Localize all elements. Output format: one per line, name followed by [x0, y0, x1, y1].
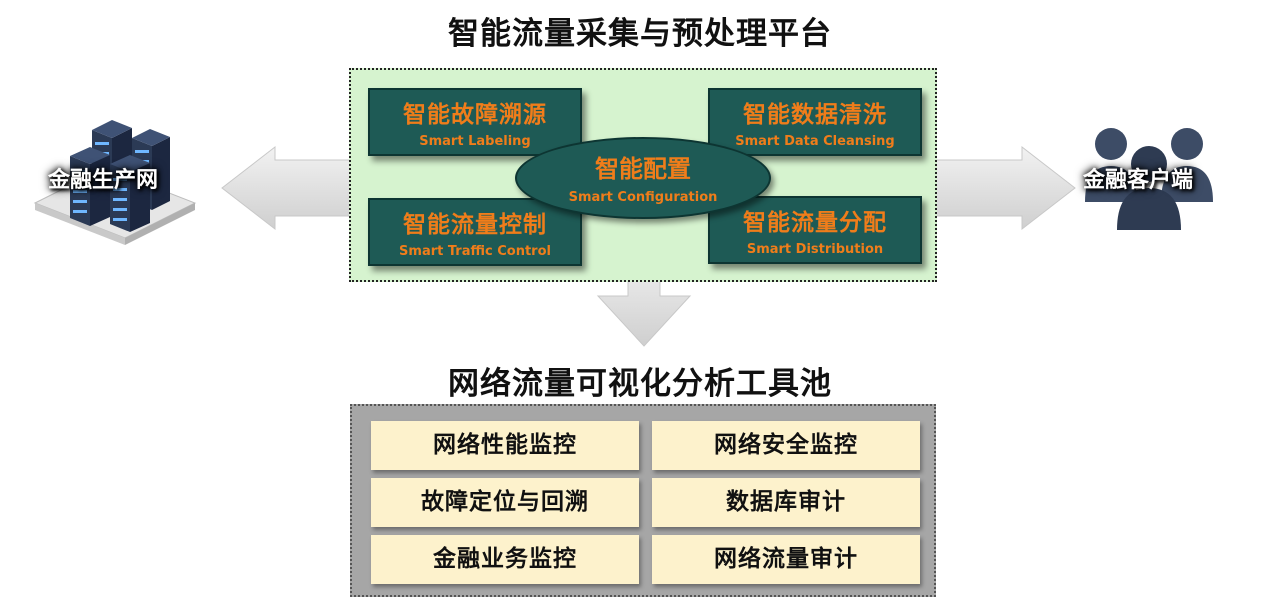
module-en-label: Smart Data Cleansing: [735, 134, 895, 149]
module-cn-label: 智能数据清洗: [743, 102, 887, 128]
right-arrow: [935, 145, 1076, 231]
module-cn-label: 智能流量控制: [403, 212, 547, 238]
users-icon: [1085, 128, 1213, 230]
tool-item: 故障定位与回溯: [371, 478, 639, 527]
center-cn-label: 智能配置: [595, 155, 691, 183]
tool-pool-title: 网络流量可视化分析工具池: [448, 366, 832, 402]
smart-configuration-oval: 智能配置 Smart Configuration: [515, 137, 771, 219]
module-smart-distribution: 智能流量分配 Smart Distribution: [708, 196, 922, 264]
module-en-label: Smart Labeling: [419, 134, 531, 149]
finance-client-label: 金融客户端: [1083, 168, 1194, 193]
tool-item: 金融业务监控: [371, 535, 639, 584]
module-cn-label: 智能流量分配: [743, 210, 887, 236]
tool-item: 网络流量审计: [652, 535, 920, 584]
tool-item: 网络安全监控: [652, 421, 920, 470]
module-en-label: Smart Distribution: [746, 242, 884, 257]
module-cn-label: 智能故障溯源: [403, 102, 547, 128]
finance-production-network-label: 金融生产网: [48, 168, 159, 193]
platform-title: 智能流量采集与预处理平台: [448, 16, 832, 52]
module-en-label: Smart Traffic Control: [399, 244, 551, 259]
module-smart-traffic-control: 智能流量控制 Smart Traffic Control: [368, 198, 582, 266]
server-rack-icon: [33, 120, 197, 245]
tool-item: 数据库审计: [652, 478, 920, 527]
tool-item: 网络性能监控: [371, 421, 639, 470]
center-en-label: Smart Configuration: [568, 190, 718, 205]
module-smart-labeling: 智能故障溯源 Smart Labeling: [368, 88, 582, 156]
left-arrow: [221, 145, 351, 231]
module-smart-data-cleansing: 智能数据清洗 Smart Data Cleansing: [708, 88, 922, 156]
